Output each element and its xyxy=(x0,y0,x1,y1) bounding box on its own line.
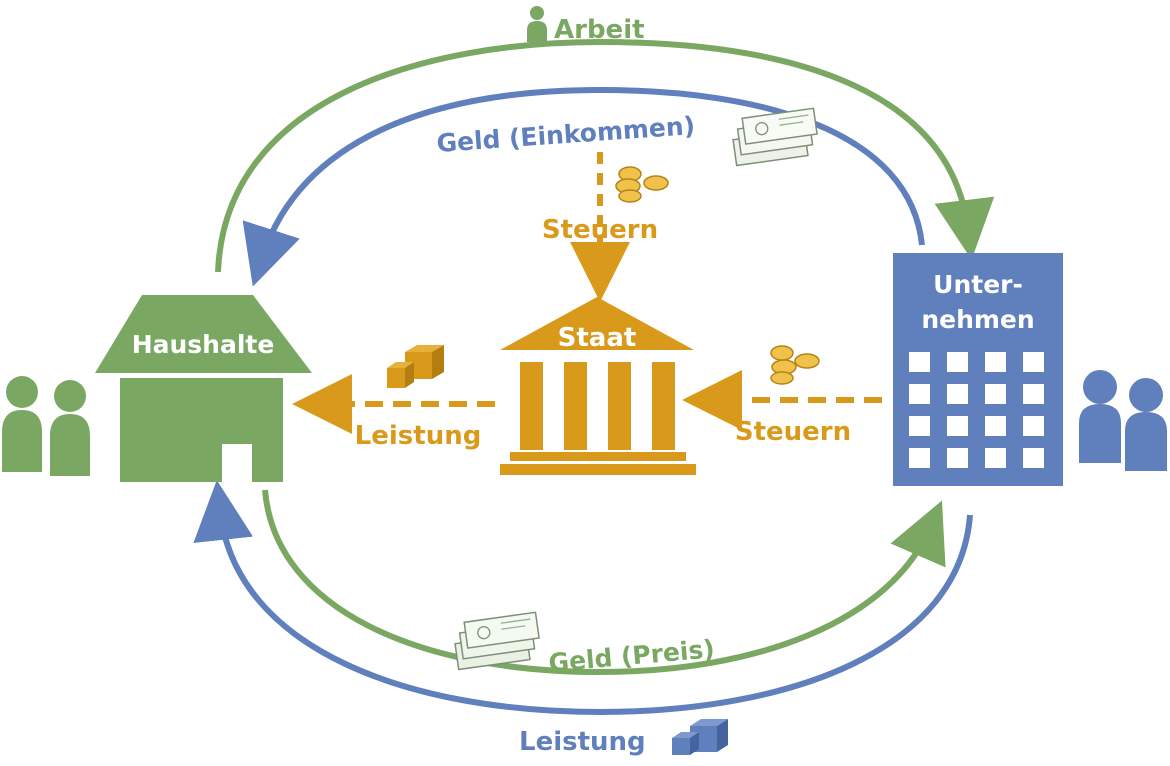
building-window xyxy=(947,448,968,468)
building-window xyxy=(909,384,930,404)
households-label: Haushalte xyxy=(132,330,275,359)
boxes-icon xyxy=(387,345,444,388)
firm-label-line2: nehmen xyxy=(921,305,1034,334)
building-window xyxy=(985,448,1006,468)
boxes-icon xyxy=(672,719,728,755)
firm-label-line1: Unter- xyxy=(933,270,1023,299)
income-label: Geld (Einkommen) xyxy=(436,111,696,158)
coins-icon xyxy=(615,166,669,203)
building-window xyxy=(947,416,968,436)
people-icon xyxy=(2,376,90,476)
people-icon xyxy=(1079,370,1167,471)
building-window xyxy=(909,448,930,468)
income-flow-arc xyxy=(242,86,925,287)
building-window xyxy=(909,416,930,436)
person-icon xyxy=(527,6,547,42)
bank-building-icon xyxy=(500,297,696,475)
money-stack-icon xyxy=(454,611,540,671)
building-window xyxy=(1023,416,1044,436)
tax-households-label: Steuern xyxy=(542,215,658,245)
state-service-label: Leistung xyxy=(355,421,482,451)
building-window xyxy=(985,416,1006,436)
tax-firms-label: Steuern xyxy=(735,417,851,447)
labor-label: Arbeit xyxy=(554,15,645,45)
money-stack-icon xyxy=(732,107,818,167)
labor-flow-arc xyxy=(215,38,995,273)
building-window xyxy=(947,384,968,404)
building-window xyxy=(947,352,968,372)
building-window xyxy=(1023,352,1044,372)
price-flow-arc xyxy=(262,489,946,676)
building-window xyxy=(1023,384,1044,404)
building-window xyxy=(1023,448,1044,468)
goods-label: Leistung xyxy=(519,727,646,757)
state-label: Staat xyxy=(558,323,637,353)
house-icon xyxy=(95,295,312,482)
building-window xyxy=(909,352,930,372)
building-window xyxy=(985,384,1006,404)
building-windows xyxy=(909,352,1044,468)
building-window xyxy=(985,352,1006,372)
goods-flow-arc xyxy=(193,480,973,716)
coins-icon xyxy=(770,345,820,385)
